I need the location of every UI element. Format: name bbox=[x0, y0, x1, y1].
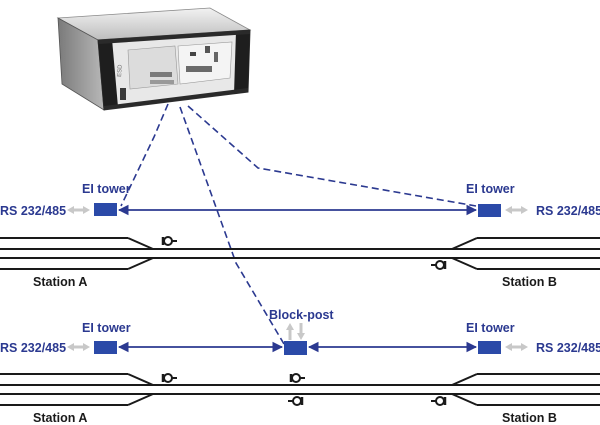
top-right-tower-box bbox=[478, 204, 501, 217]
bottom-right-station-label: Station B bbox=[502, 411, 557, 425]
top-section: EI tower EI tower RS 232/485 RS 232/485 bbox=[0, 182, 600, 289]
top-left-tower-box bbox=[94, 203, 117, 216]
block-post-label: Block-post bbox=[269, 308, 334, 322]
device-model-label: ESD bbox=[117, 64, 124, 77]
bottom-right-tower-label: EI tower bbox=[466, 321, 515, 335]
top-left-grey-arrow bbox=[67, 206, 90, 214]
bottom-left-interface-label: RS 232/485 bbox=[0, 341, 66, 355]
top-right-tower-label: EI tower bbox=[466, 182, 515, 196]
dashed-link-to-right-tower bbox=[187, 105, 477, 207]
top-signal-right bbox=[431, 260, 447, 270]
dashed-link-to-block-post bbox=[179, 106, 285, 345]
dashed-link-to-left-tower bbox=[120, 103, 169, 207]
top-track bbox=[0, 237, 600, 270]
bottom-signal-mid-lower bbox=[288, 396, 304, 406]
bottom-track bbox=[0, 373, 600, 406]
bottom-signal-left bbox=[161, 373, 177, 383]
bottom-section: EI tower Block-post EI tower RS 232/485 … bbox=[0, 308, 600, 425]
top-right-interface-label: RS 232/485 bbox=[536, 204, 600, 218]
bottom-right-grey-arrow bbox=[505, 343, 528, 351]
bottom-right-tower-box bbox=[478, 341, 501, 354]
bottom-right-interface-label: RS 232/485 bbox=[536, 341, 600, 355]
bottom-left-grey-arrow bbox=[67, 343, 90, 351]
top-left-station-label: Station A bbox=[33, 275, 87, 289]
bottom-signal-right bbox=[431, 396, 447, 406]
top-right-grey-arrow bbox=[505, 206, 528, 214]
top-right-station-label: Station B bbox=[502, 275, 557, 289]
bottom-signal-mid-upper bbox=[289, 373, 305, 383]
block-post-grey-arrows bbox=[286, 323, 305, 340]
top-left-interface-label: RS 232/485 bbox=[0, 204, 66, 218]
bottom-left-tower-box bbox=[94, 341, 117, 354]
controller-device-image: ESD bbox=[56, 7, 252, 111]
top-signal-left bbox=[161, 236, 177, 246]
block-post-box bbox=[284, 341, 307, 355]
dashed-links bbox=[120, 103, 477, 345]
bottom-left-station-label: Station A bbox=[33, 411, 87, 425]
top-left-tower-label: EI tower bbox=[82, 182, 131, 196]
bottom-left-tower-label: EI tower bbox=[82, 321, 131, 335]
